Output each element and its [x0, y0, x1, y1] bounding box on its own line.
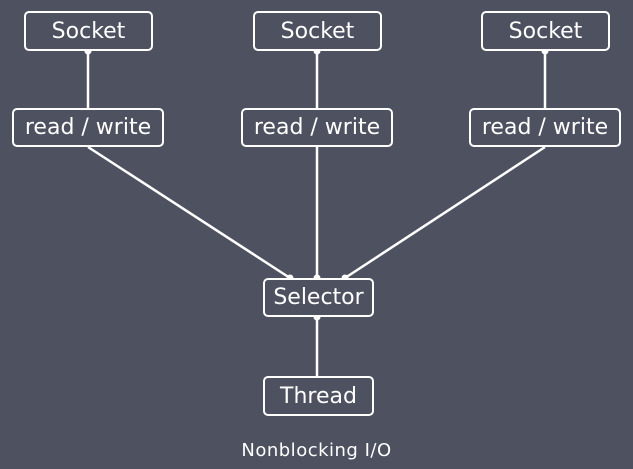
selector-node: Selector — [263, 278, 374, 317]
socket-node-2: Socket — [253, 11, 382, 51]
read-write-node-3-label: read / write — [481, 115, 609, 140]
diagram-caption: Nonblocking I/O — [241, 440, 392, 461]
socket-node-2-label: Socket — [280, 18, 355, 44]
link-rw3-selector — [344, 145, 546, 280]
socket-node-1-label: Socket — [51, 18, 126, 44]
thread-node-label: Thread — [280, 383, 357, 409]
link-rw1-selector — [87, 145, 291, 280]
read-write-node-1: read / write — [12, 108, 164, 147]
read-write-node-2-label: read / write — [253, 115, 381, 140]
read-write-node-2: read / write — [241, 108, 393, 147]
selector-node-label: Selector — [273, 285, 364, 310]
read-write-node-3: read / write — [469, 108, 621, 147]
read-write-node-1-label: read / write — [24, 115, 152, 140]
socket-node-3: Socket — [481, 11, 610, 51]
socket-node-3-label: Socket — [508, 18, 583, 44]
thread-node: Thread — [263, 376, 374, 416]
socket-node-1: Socket — [24, 11, 153, 51]
